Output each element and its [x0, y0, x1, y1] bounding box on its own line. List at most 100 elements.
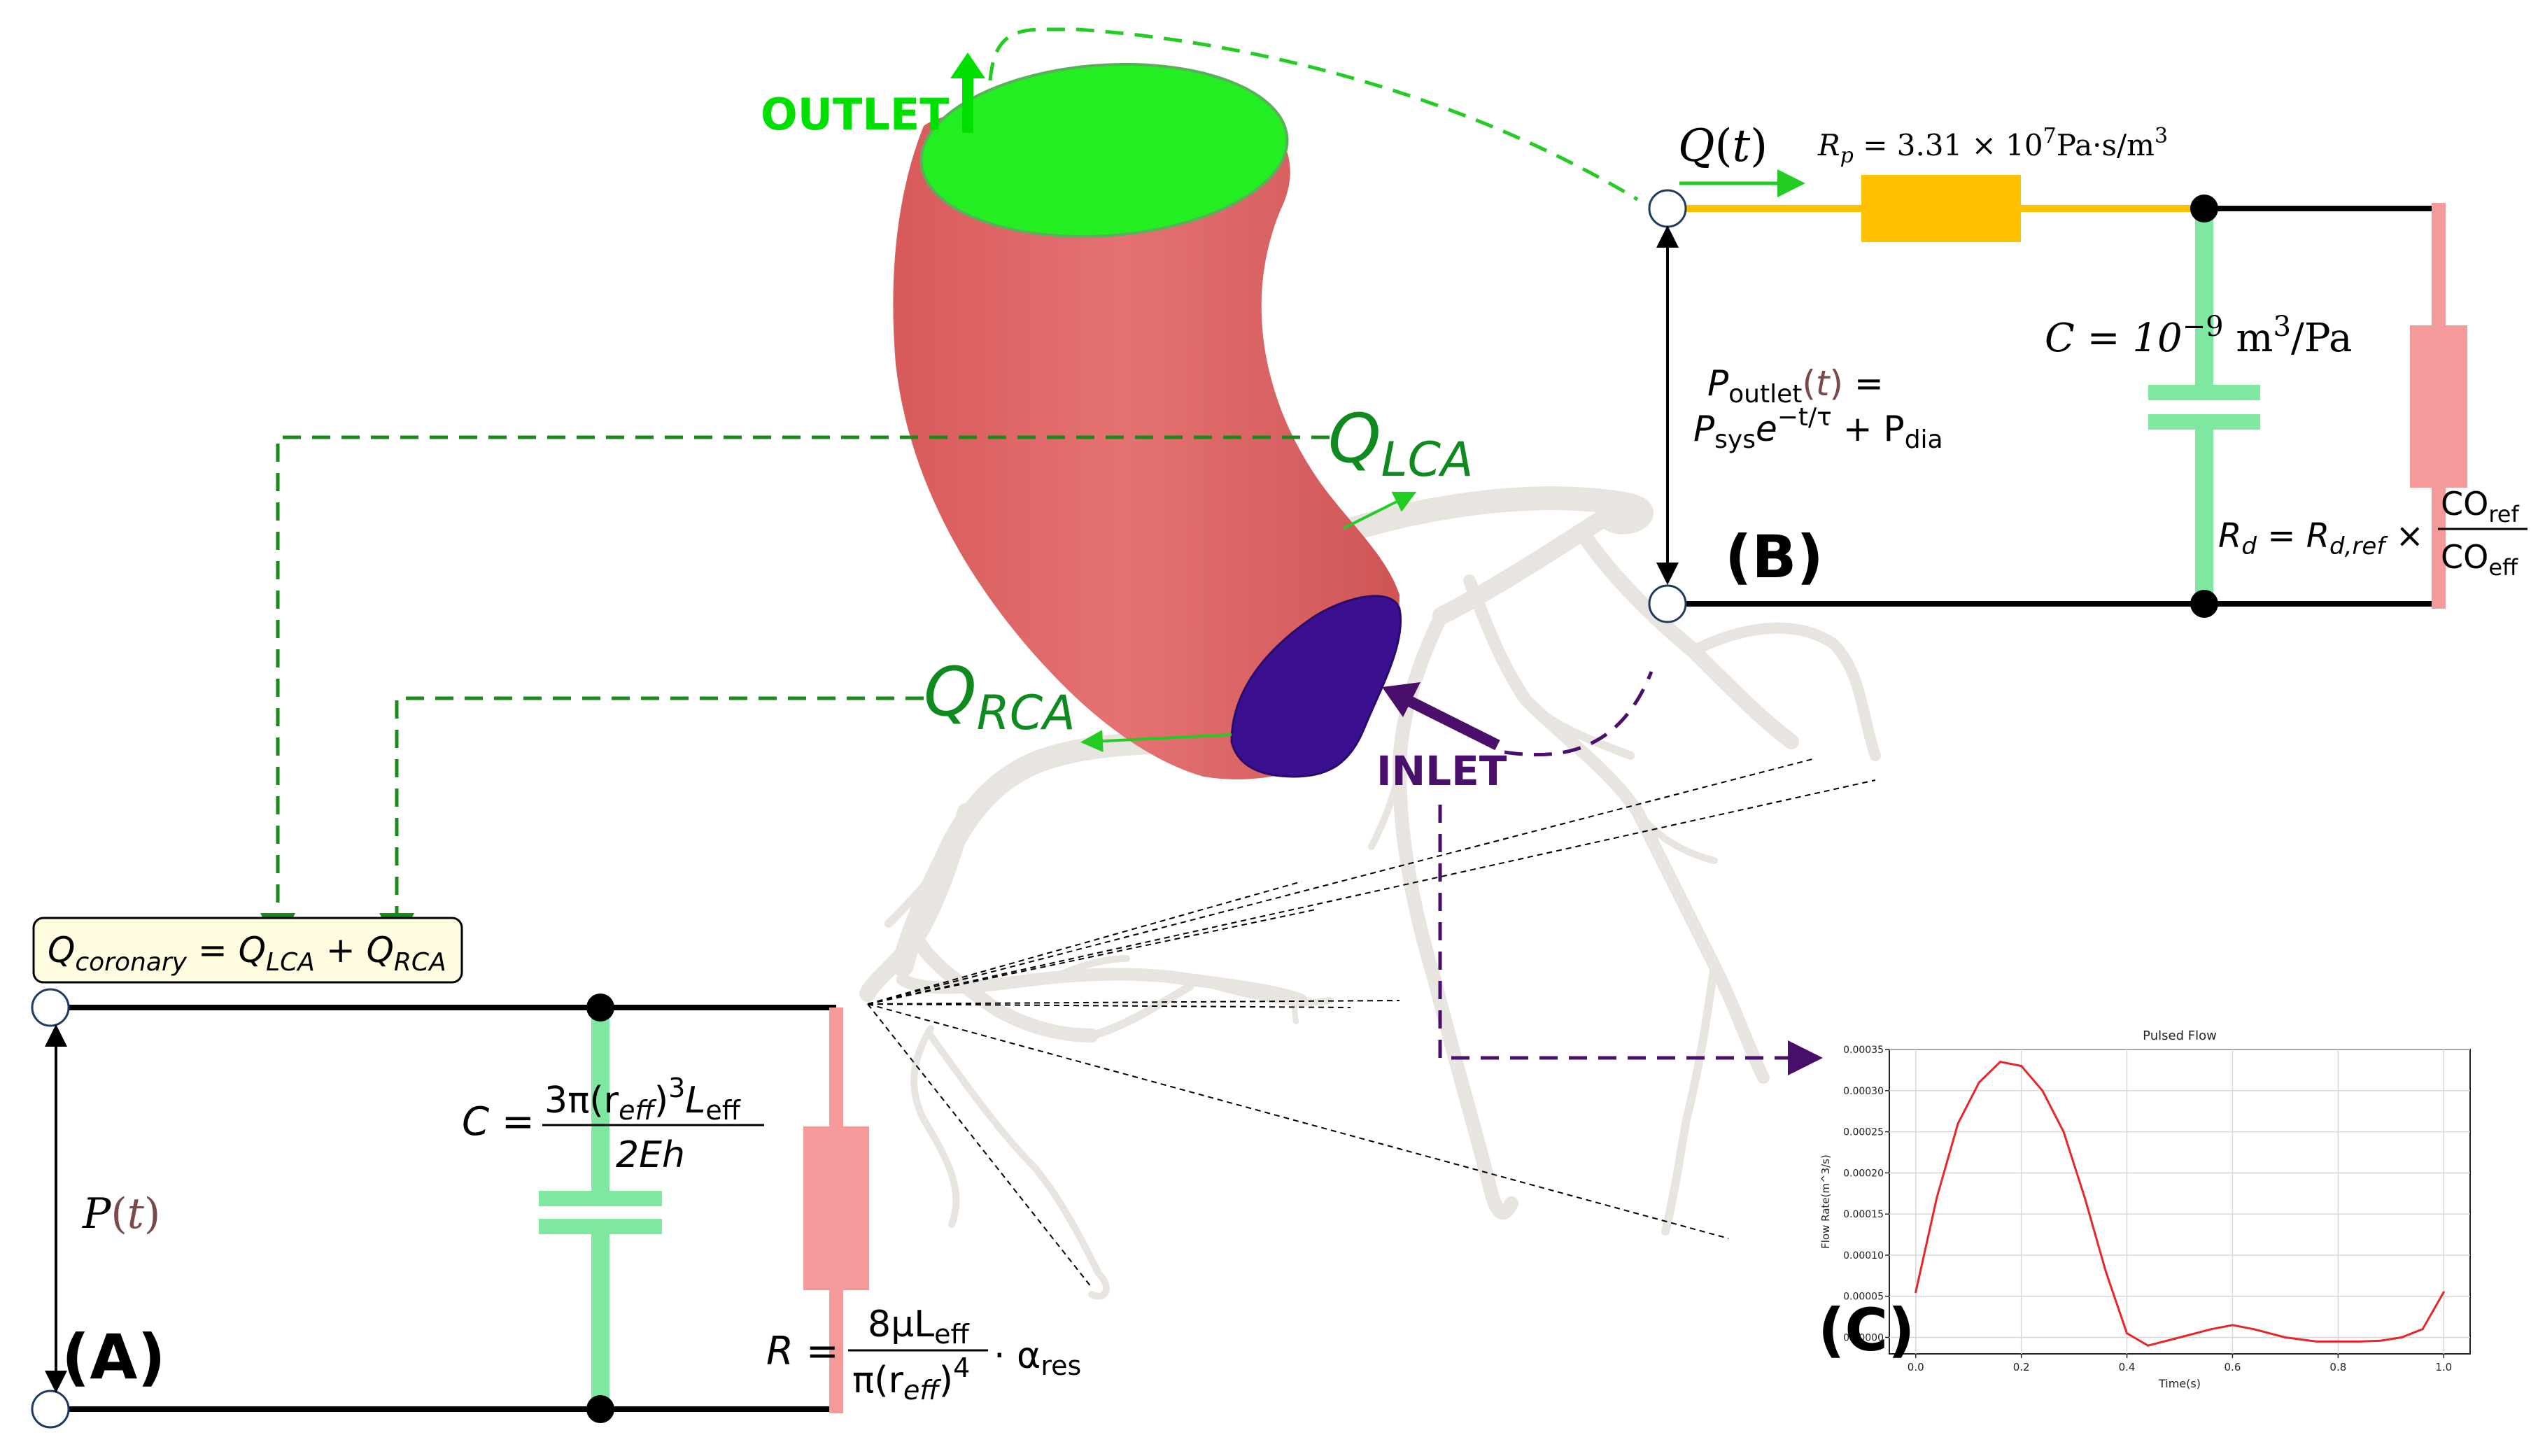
chart-data-point [2147, 1344, 2150, 1347]
chart-ytick-label: 0.00005 [1843, 1292, 1884, 1303]
rd-formula: Rd = Rd,ref × COref COeff [2218, 485, 2528, 581]
chart-data-point [2178, 1336, 2181, 1338]
chart-ytick-label: 0.00020 [1843, 1168, 1884, 1179]
chart-data-point [2421, 1328, 2424, 1331]
chart-data-point [1977, 1081, 1980, 1084]
capacitor-a-plate-bottom [539, 1219, 662, 1234]
chart-data-point [2315, 1340, 2318, 1343]
chart-data-point [1998, 1061, 2001, 1063]
svg-text:Rd = Rd,ref ×: Rd = Rd,ref × [2218, 516, 2424, 560]
dashed-connectors [260, 27, 1823, 1075]
outlet-arrow [950, 52, 985, 133]
resistor-rd [2410, 325, 2467, 488]
chart-data-point [2284, 1336, 2287, 1338]
tree-projection-lines [867, 758, 1876, 1288]
capacitance-a-formula: C = 3π(reff)3Leff 2Eh [462, 1073, 764, 1176]
capacitor-b-plate-top [2148, 385, 2260, 400]
panel-b-label: (B) [1725, 523, 1824, 591]
inlet-arrow [1382, 682, 1500, 751]
left-coronary-tree [1332, 486, 1881, 1236]
chart-series-line [1915, 1060, 2445, 1347]
pressure-a-label: P(t) [82, 1189, 160, 1238]
chart-xtick-label: 1.0 [2435, 1361, 2452, 1373]
coronary-equation: Qcoronary = QLCA + QRCA [48, 930, 446, 977]
chart-plot-area [1889, 1049, 2471, 1355]
chart-data-point [2126, 1332, 2129, 1335]
chart-data-point [2083, 1196, 2086, 1199]
svg-text:8μLeff: 8μLeff [868, 1303, 970, 1350]
pulsed-flow-chart: Pulsed Flow 0.0 0.2 0.4 0.6 0.8 1.0 0.00000 0.00… [1819, 1029, 2471, 1390]
chart-ylabel: Flow Rate(m^3/s) [1819, 1154, 1832, 1249]
svg-text:C =: C = [462, 1099, 535, 1145]
q-lca-label: QLCA [1328, 400, 1473, 488]
chart-data-point [2442, 1291, 2445, 1294]
chart-data-point [1957, 1122, 1959, 1125]
node-a-top [586, 994, 614, 1022]
q-rca-subscript: RCA [977, 686, 1076, 741]
chart-xtick-label: 0.2 [2013, 1361, 2030, 1373]
chart-ytick-label: 0.00015 [1843, 1209, 1884, 1220]
inlet-label: INLET [1376, 747, 1507, 795]
aorta [893, 101, 1400, 779]
coronary-equation-box [32, 917, 463, 984]
outlet-cap [919, 62, 1289, 239]
circuit-b: Q(t) Rp = 3.31 × 107Pa·s/m3 Poutlet(t) =… [1648, 120, 2528, 623]
chart-data-point [2358, 1340, 2361, 1343]
q-lca-symbol: Q [1328, 400, 1381, 478]
resistor-rp [1861, 175, 2021, 242]
terminal-a-bottom [31, 1390, 70, 1429]
terminal-b-bottom [1648, 584, 1687, 623]
chart-xlabel: Time(s) [2158, 1377, 2201, 1390]
resistor-a [803, 1126, 869, 1290]
circuit-a: Qcoronary = QLCA + QRCA P(t) C = 3π(reff… [31, 917, 1081, 1429]
chart-title: Pulsed Flow [2143, 1029, 2217, 1043]
chart-data-point [2231, 1324, 2234, 1327]
panel-c-label: (C) [1818, 1296, 1915, 1364]
chart-data-point [2400, 1336, 2403, 1338]
chart-ytick-label: 0.00000 [1843, 1332, 1884, 1343]
svg-text:π(reff)4: π(reff)4 [852, 1352, 970, 1406]
chart-data-point [2379, 1339, 2382, 1342]
panel-a-label: (A) [62, 1321, 166, 1393]
svg-text:· αres: · αres [994, 1335, 1081, 1381]
chart-data-point [2210, 1328, 2213, 1331]
chart-data-point [2104, 1270, 2107, 1273]
chart-data-point [1936, 1196, 1938, 1199]
terminal-a-top [31, 988, 70, 1027]
chart-data-point [2253, 1328, 2255, 1331]
node-b-bottom [2190, 590, 2218, 618]
svg-text:COeff: COeff [2441, 538, 2518, 581]
right-coronary-tree [859, 730, 1333, 1300]
capacitance-b-label: C = 10−9 m3/Pa [2045, 311, 2352, 361]
chart-xtick-label: 0.6 [2225, 1361, 2241, 1373]
svg-text:R =: R = [766, 1329, 839, 1374]
terminal-b-top [1648, 189, 1687, 228]
chart-xtick-label: 0.0 [1908, 1361, 1924, 1373]
svg-text:Psyse−t/τ + Pdia: Psyse−t/τ + Pdia [1693, 403, 1943, 454]
svg-text:COref: COref [2441, 485, 2519, 528]
chart-ytick-label: 0.00010 [1843, 1250, 1884, 1261]
flow-b-label: Q(t) [1678, 120, 1768, 172]
pressure-outlet-formula: Poutlet(t) = Psyse−t/τ + Pdia [1693, 363, 1943, 454]
q-rca-label: QRCA [924, 653, 1076, 741]
outlet-label: OUTLET [761, 89, 950, 140]
q-lca-subscript: LCA [1381, 432, 1474, 488]
svg-text:Poutlet(t) =: Poutlet(t) = [1707, 363, 1884, 409]
chart-ytick-label: 0.00030 [1843, 1086, 1884, 1097]
q-rca-symbol: Q [924, 653, 977, 731]
chart-ytick-label: 0.00025 [1843, 1127, 1884, 1138]
chart-data-point [1915, 1291, 1917, 1294]
chart-data-point [2020, 1065, 2023, 1068]
inlet-cap [1230, 595, 1402, 778]
svg-text:2Eh: 2Eh [616, 1134, 685, 1176]
chart-data-point [2041, 1089, 2044, 1092]
chart-ytick-label: 0.00035 [1843, 1045, 1884, 1056]
resistance-a-formula: R = 8μLeff π(reff)4 · αres [766, 1303, 1081, 1406]
chart-xtick-label: 0.8 [2329, 1361, 2346, 1373]
svg-text:3π(reff)3Leff: 3π(reff)3Leff [544, 1073, 741, 1126]
capacitor-b-plate-bottom [2148, 414, 2260, 430]
anatomy-model [859, 62, 1881, 1300]
node-b-top [2190, 195, 2218, 222]
chart-xtick-label: 0.4 [2119, 1361, 2136, 1373]
